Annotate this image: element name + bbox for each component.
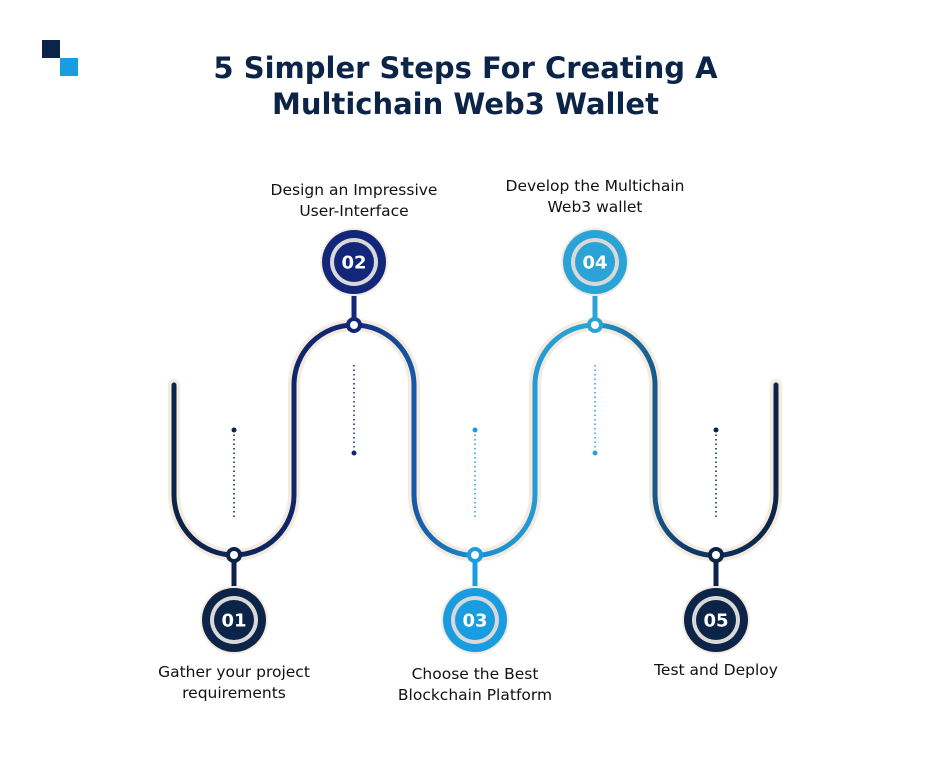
step-02-marker: 02 <box>320 228 388 456</box>
dot <box>592 450 598 456</box>
label-line: Blockchain Platform <box>397 686 553 704</box>
step-01-marker: 01 <box>200 427 268 654</box>
label-line: Design an Impressive <box>270 181 438 199</box>
step-number: 04 <box>582 253 607 274</box>
dot <box>472 427 478 433</box>
label-line: Web3 wallet <box>547 198 643 216</box>
label-line: Develop the Multichain <box>505 177 685 195</box>
badge-inner <box>455 600 495 640</box>
logo-square-light <box>60 58 78 76</box>
junction-hole <box>350 321 358 329</box>
step-04-label: Develop the Multichain Web3 wallet <box>475 176 715 218</box>
junction-hole <box>471 551 479 559</box>
label-line: User-Interface <box>299 202 409 220</box>
step-05-label: Test and Deploy <box>596 660 836 681</box>
label-line: Test and Deploy <box>654 661 778 679</box>
title-line-1: 5 Simpler Steps For Creating A <box>213 51 718 85</box>
step-number: 03 <box>462 611 487 632</box>
dot <box>713 427 719 433</box>
step-02-label: Design an Impressive User-Interface <box>234 180 474 222</box>
badge-inner <box>696 600 736 640</box>
step-03-label: Choose the Best Blockchain Platform <box>355 664 595 706</box>
step-04-marker: 04 <box>561 228 629 456</box>
step-01-label: Gather your project requirements <box>114 662 354 704</box>
junction-hole <box>591 321 599 329</box>
label-line: Choose the Best <box>411 665 539 683</box>
dot <box>231 427 237 433</box>
badge-inner <box>575 242 615 282</box>
step-05-marker: 05 <box>682 427 750 654</box>
step-number: 05 <box>703 611 728 632</box>
label-line: requirements <box>182 684 286 702</box>
junction-hole <box>712 551 720 559</box>
step-number: 01 <box>221 611 246 632</box>
badge-inner <box>334 242 374 282</box>
dot <box>351 450 357 456</box>
label-line: Gather your project <box>158 663 310 681</box>
page-title: 5 Simpler Steps For Creating A Multichai… <box>0 50 931 122</box>
title-line-2: Multichain Web3 Wallet <box>272 87 659 121</box>
junction-hole <box>230 551 238 559</box>
step-03-marker: 03 <box>441 427 509 654</box>
logo-square-dark <box>42 40 60 58</box>
badge-inner <box>214 600 254 640</box>
step-number: 02 <box>341 253 366 274</box>
